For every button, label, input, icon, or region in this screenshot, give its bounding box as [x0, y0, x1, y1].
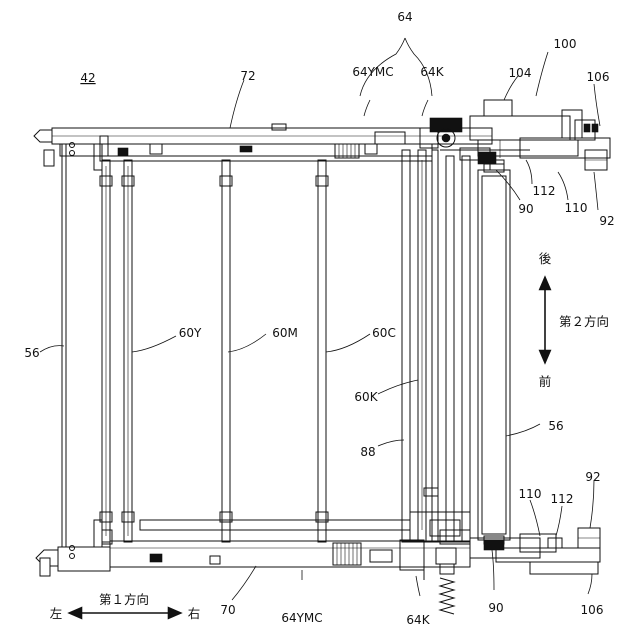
left-side-frame — [62, 144, 102, 547]
ref-92-bottom: 92 — [585, 470, 600, 484]
figure-number-label: 42 — [80, 71, 95, 85]
ref-60y: 60Y — [179, 326, 202, 340]
right-label: 右 — [188, 606, 201, 621]
first-direction-arrow — [68, 607, 182, 619]
ref-60c: 60C — [372, 326, 396, 340]
shafts — [100, 150, 510, 544]
ref-92-top: 92 — [599, 214, 614, 228]
drive-unit-top — [420, 100, 610, 170]
ref-60m: 60M — [272, 326, 298, 340]
ref-72: 72 — [240, 69, 255, 83]
bottom-frame — [36, 530, 470, 576]
left-label: 左 — [50, 606, 63, 621]
ref-106-bottom: 106 — [581, 603, 604, 617]
ref-64k-top: 64K — [420, 65, 444, 79]
rear-label: 後 — [539, 251, 552, 266]
ref-60k: 60K — [354, 390, 378, 404]
ref-64k-bottom: 64K — [406, 613, 430, 627]
ref-104: 104 — [509, 66, 532, 80]
ref-100: 100 — [554, 37, 577, 51]
ref-56-right: 56 — [548, 419, 563, 433]
ref-110-top: 110 — [565, 201, 588, 215]
ref-106-top: 106 — [587, 70, 610, 84]
second-direction-label: 第２方向 — [559, 314, 609, 329]
ref-110-bottom: 110 — [519, 487, 542, 501]
ref-90-bottom: 90 — [488, 601, 503, 615]
second-direction-arrow — [539, 276, 551, 364]
ref-64ymc-top: 64YMC — [352, 65, 393, 79]
ref-64: 64 — [397, 10, 412, 24]
ref-88: 88 — [360, 445, 375, 459]
first-direction-label: 第１方向 — [99, 592, 149, 607]
front-label: 前 — [539, 374, 552, 389]
ref-90-top: 90 — [518, 202, 533, 216]
ref-112-bottom: 112 — [551, 492, 574, 506]
ref-112-top: 112 — [533, 184, 556, 198]
ref-64ymc-bottom: 64YMC — [281, 611, 322, 625]
direction-labels: 後 第２方向 前 第１方向 左 右 — [50, 251, 609, 621]
ref-70: 70 — [220, 603, 235, 617]
ref-56-left: 56 — [24, 346, 39, 360]
